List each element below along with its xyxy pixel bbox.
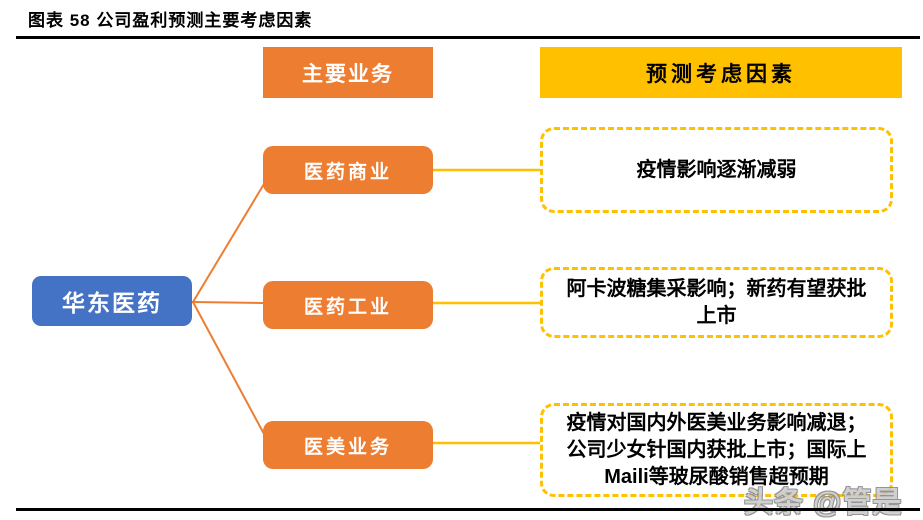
title-rule: [16, 36, 920, 39]
connector-root-to-industry: [191, 301, 265, 304]
factor-node-industry: 阿卡波糖集采影响；新药有望获批 上市: [540, 267, 893, 338]
factor-node-commerce: 疫情影响逐渐减弱: [540, 127, 893, 213]
business-node-commerce: 医药商业: [263, 146, 433, 194]
root-node-company: 华东医药: [32, 276, 192, 326]
column-header-factors: 预测考虑因素: [540, 47, 902, 98]
business-node-aesthetics: 医美业务: [263, 421, 433, 469]
factor-node-aesthetics: 疫情对国内外医美业务影响减退； 公司少女针国内获批上市；国际上 Maili等玻尿…: [540, 403, 893, 497]
column-header-business: 主要业务: [263, 47, 433, 98]
connector-root-to-commerce: [192, 183, 265, 303]
business-node-industry: 医药工业: [263, 281, 433, 329]
connector-root-to-aesthetics: [192, 301, 265, 435]
watermark: 头条 @管是: [744, 487, 903, 519]
figure-title: 图表 58 公司盈利预测主要考虑因素: [28, 11, 313, 30]
bottom-rule: [16, 508, 920, 511]
